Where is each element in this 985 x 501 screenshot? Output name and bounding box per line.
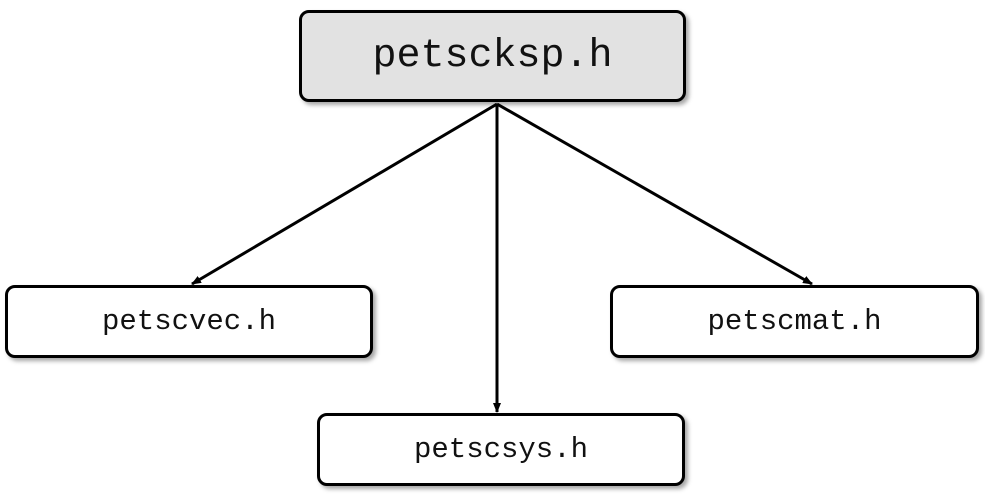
node-label: petscksp.h [372, 33, 613, 79]
node-label: petscsys.h [413, 433, 589, 466]
node-petscmat: petscmat.h [610, 285, 979, 358]
node-petscsys: petscsys.h [317, 413, 685, 486]
edge-ksp-to-vec [191, 102, 498, 286]
node-label: petscmat.h [707, 305, 882, 338]
node-label: petscvec.h [101, 305, 277, 338]
node-petscvec: petscvec.h [5, 285, 373, 358]
edge-ksp-to-mat [496, 102, 813, 286]
node-petscksp: petscksp.h [299, 10, 686, 102]
